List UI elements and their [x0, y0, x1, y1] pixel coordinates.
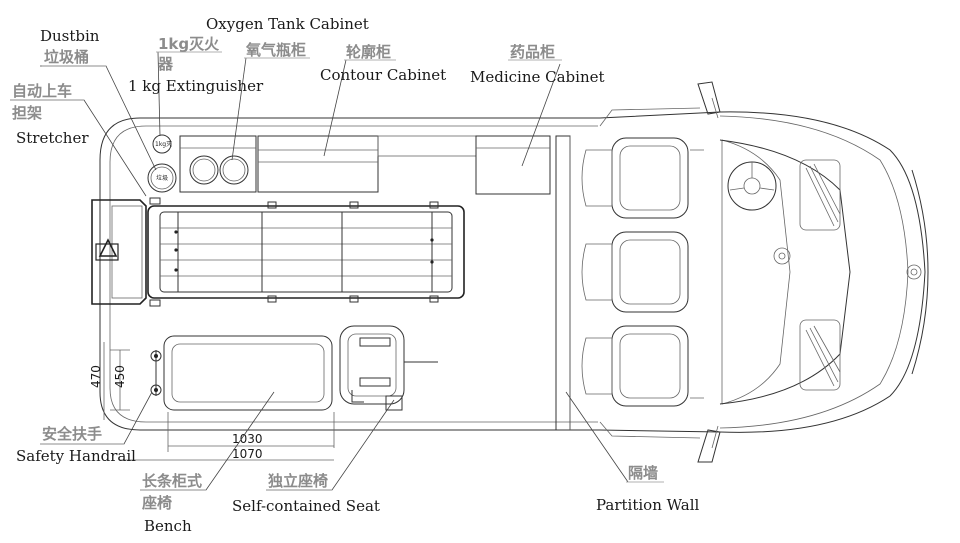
bench-label-cn-2: 座椅: [141, 494, 172, 512]
dustbin-label-cn: 垃圾桶: [44, 48, 89, 66]
dustbin-tag: 垃圾: [156, 174, 168, 182]
dim-1030: 1030: [232, 432, 263, 446]
contour-cabinet: [257, 135, 477, 193]
self-contained-seat: [339, 325, 438, 411]
stretcher-label-en: Stretcher: [16, 129, 89, 147]
extinguisher-shape: 1kg灭: [152, 134, 172, 154]
partition-wall: [555, 135, 571, 431]
contour-label-en: Contour Cabinet: [320, 66, 446, 84]
medicine-cabinet: [475, 135, 551, 195]
vehicle-outline: [99, 81, 929, 463]
extinguisher-label-cn-2: 器: [157, 55, 174, 73]
stretcher-label-cn-2: 担架: [12, 104, 42, 122]
seat-label-en: Self-contained Seat: [232, 497, 380, 515]
extinguisher-label-en: 1 kg Extinguisher: [128, 77, 264, 95]
medicine-label-cn: 药品柜: [510, 43, 555, 61]
labels: Dustbin 垃圾桶 1kg灭火 器 1 kg Extinguisher Ox…: [12, 15, 699, 535]
extinguisher-tag: 1kg灭: [155, 141, 172, 148]
dustbin-shape: 垃圾: [147, 163, 177, 193]
stretcher-label-cn: 自动上车: [12, 82, 72, 100]
medicine-label-en: Medicine Cabinet: [470, 68, 605, 86]
bench-label-cn: 长条柜式: [142, 472, 202, 490]
bench: [163, 335, 333, 411]
oxygen-label-cn: 氧气瓶柜: [245, 41, 306, 59]
dim-470: 470: [89, 365, 103, 388]
contour-label-cn: 轮廓柜: [346, 43, 391, 61]
partition-label-en: Partition Wall: [596, 496, 699, 514]
partition-label-cn: 隔墙: [628, 464, 658, 482]
dim-1070: 1070: [232, 447, 263, 461]
oxygen-tank-cabinet: [179, 135, 257, 193]
oxygen-label-en: Oxygen Tank Cabinet: [206, 15, 369, 33]
bench-label-en: Bench: [144, 517, 192, 535]
dimension-lines: [103, 342, 335, 461]
handrail-label-cn: 安全扶手: [42, 425, 102, 443]
seat-label-cn: 独立座椅: [268, 472, 328, 490]
dim-450: 450: [113, 365, 127, 388]
safety-handrail: [150, 350, 162, 396]
stretcher: [91, 197, 465, 307]
handrail-label-en: Safety Handrail: [16, 447, 136, 465]
front-seats: [581, 137, 704, 407]
label-underlines: [10, 51, 664, 491]
dustbin-label-en: Dustbin: [40, 27, 100, 45]
extinguisher-label-cn: 1kg灭火: [158, 35, 220, 53]
